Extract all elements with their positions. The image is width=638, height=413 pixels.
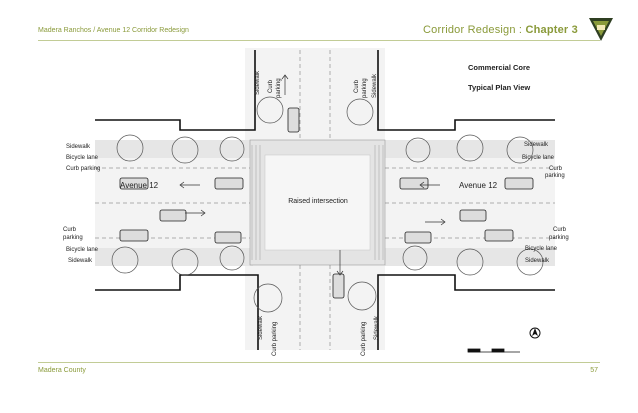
footer-county-name: Madera County [38, 367, 86, 374]
label-north-left-curb: Curb [268, 79, 274, 93]
label-left-curb-parking-upper: Curb parking [66, 166, 100, 172]
road-label-right: Avenue 12 [459, 181, 498, 190]
label-north-right-parking: parking [362, 78, 368, 98]
label-south-left-sidewalk: Sidewalk [258, 315, 264, 340]
label-left-curb-lower: Curb [63, 227, 77, 233]
page-number: 57 [590, 367, 598, 374]
chapter-title-prefix: Corridor Redesign : [423, 24, 526, 36]
label-right-curb-upper: Curb [549, 166, 563, 172]
county-seal-logo-icon [589, 18, 613, 41]
label-left-sidewalk-upper: Sidewalk [66, 144, 91, 150]
label-right-sidewalk-upper: Sidewalk [524, 142, 549, 148]
label-left-parking-lower: parking [63, 235, 83, 241]
label-north-left-sidewalk: Sidewalk [255, 70, 261, 95]
label-south-left-curb-parking: Curb parking [272, 322, 278, 356]
label-north-right-curb: Curb [354, 79, 360, 93]
label-south-right-curb-parking: Curb parking [361, 322, 367, 356]
label-left-sidewalk-lower: Sidewalk [68, 258, 93, 264]
label-north-left-parking: parking [276, 78, 282, 98]
label-right-sidewalk-lower: Sidewalk [525, 258, 550, 264]
road-label-left: Avenue 12 [120, 181, 159, 190]
footer-divider [38, 362, 600, 363]
raised-intersection-label: Raised intersection [288, 198, 348, 205]
label-north-right-sidewalk: Sidewalk [372, 73, 378, 98]
label-right-bicycle-lane-lower: Bicycle lane [525, 246, 558, 252]
label-left-bicycle-lane-upper: Bicycle lane [66, 155, 99, 161]
label-left-bicycle-lane-lower: Bicycle lane [66, 247, 99, 253]
chapter-title: Corridor Redesign : Chapter 3 [423, 24, 578, 36]
header-divider [38, 40, 600, 41]
chapter-title-bold: Chapter 3 [525, 24, 578, 36]
label-right-bicycle-lane-upper: Bicycle lane [522, 155, 555, 161]
label-right-parking-upper: parking [545, 173, 565, 179]
label-south-right-sidewalk: Sidewalk [374, 315, 380, 340]
plan-subtitle: Typical Plan View [468, 83, 530, 92]
plan-title: Commercial Core [468, 63, 530, 72]
document-header-title: Madera Ranchos / Avenue 12 Corridor Rede… [38, 27, 189, 34]
label-right-parking-lower: parking [549, 235, 569, 241]
label-right-curb-lower: Curb [553, 227, 567, 233]
